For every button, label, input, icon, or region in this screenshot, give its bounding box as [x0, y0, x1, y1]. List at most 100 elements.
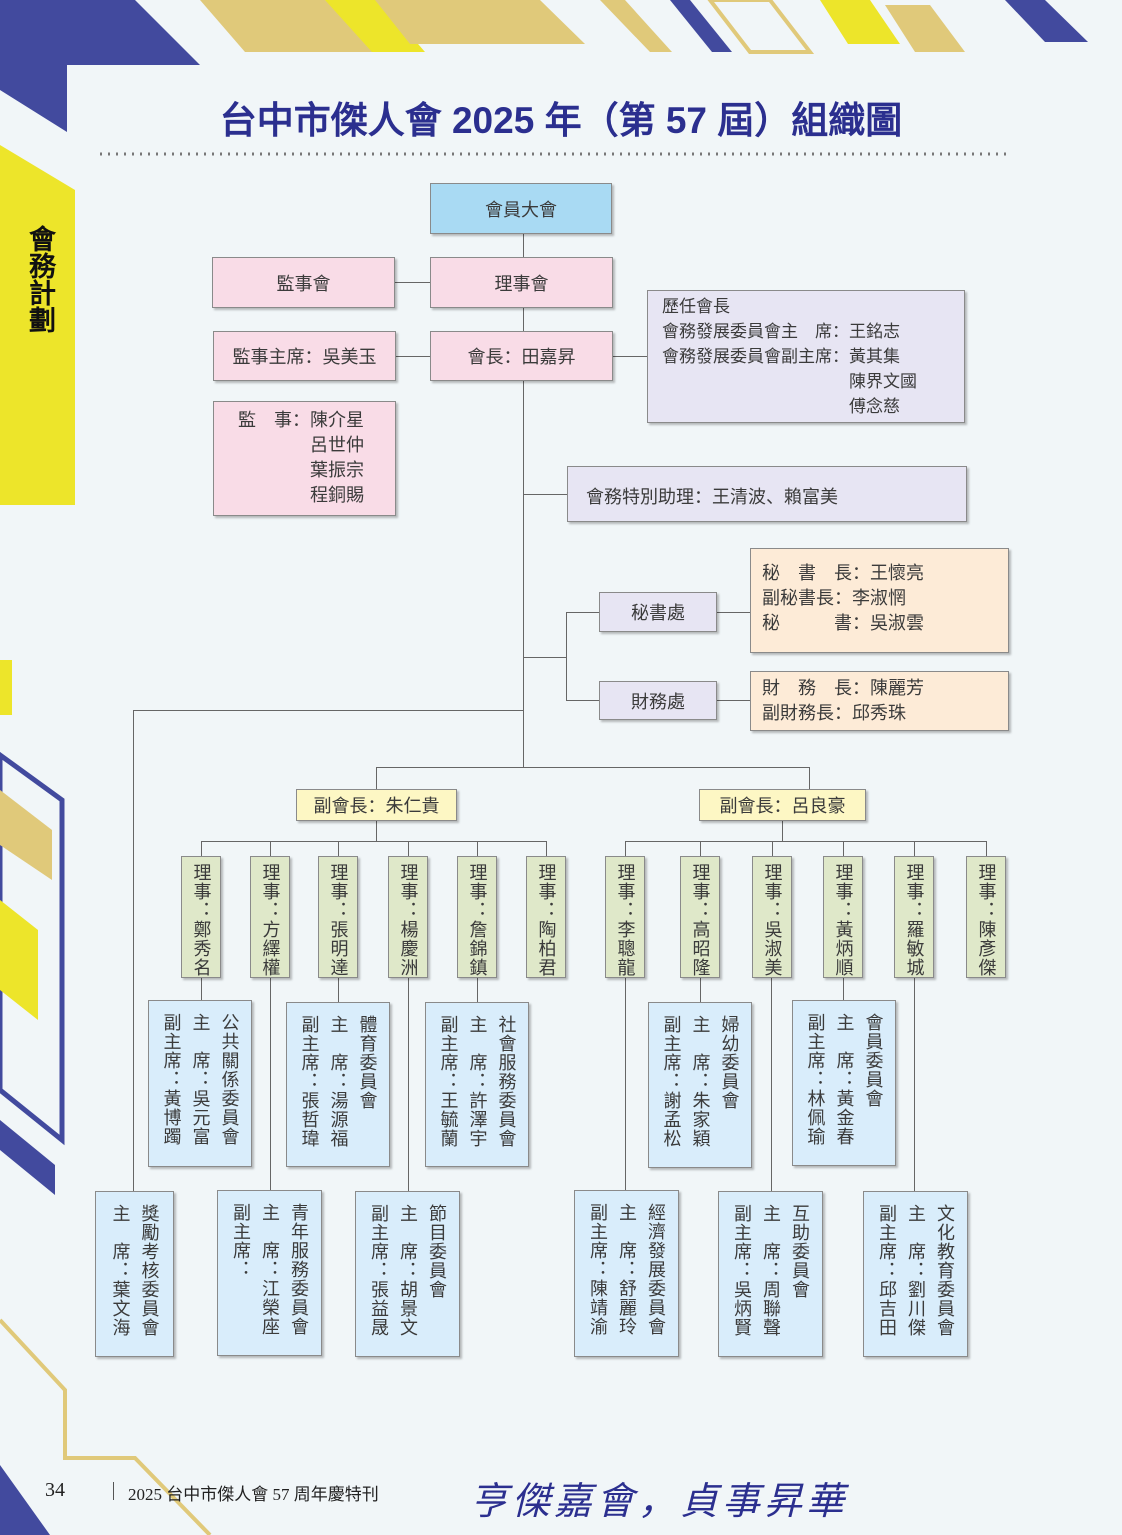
special-assistant-box: 會務特別助理：王清波、賴富美	[567, 466, 967, 522]
page-title: 台中市傑人會 2025 年（第 57 屆）組織圖	[219, 100, 903, 141]
committee-box: 會員委員會主 席：黃金春副主席：林佩瑜	[792, 1000, 896, 1166]
committee-chair: 主 席：周聯聲	[761, 1204, 781, 1337]
director-box: 理事：陳彥傑	[966, 856, 1006, 978]
committee-vice-chair: 副主席：林佩瑜	[805, 1013, 826, 1146]
vice-president-box: 副會長：呂良豪	[699, 789, 866, 821]
committee-box: 節目委員會主 席：胡景文副主席：張益晟	[355, 1191, 460, 1357]
past-presidents-line: 陳界文國	[662, 372, 917, 391]
finance-info-box: 財 務 長：陳麗芳副財務長：邱秀珠	[750, 671, 1009, 731]
footer-divider	[113, 1482, 114, 1500]
committee-box: 青年服務委員會主 席：江榮座副主席：	[217, 1190, 322, 1356]
finance-line: 副財務長：邱秀珠	[762, 703, 906, 723]
committee-vice-chair: 副主席：謝孟松	[661, 1015, 682, 1148]
director-box: 理事：方繹權	[250, 856, 290, 978]
past-presidents-line: 會務發展委員會副主席：黃其集	[662, 347, 900, 366]
director-label: 理事：黃炳順	[833, 863, 854, 977]
committee-vice-chair: 副主席：邱吉田	[877, 1204, 897, 1337]
director-label: 理事：鄭秀名	[191, 863, 212, 977]
past-presidents-box: 歷任會長會務發展委員會主 席：王銘志會務發展委員會副主席：黃其集 陳界文國 傅念…	[647, 290, 965, 423]
committee-name: 體育委員會	[357, 1015, 378, 1110]
finance-box: 財務處	[599, 681, 717, 720]
side-tab-label: 會務計劃	[25, 225, 55, 333]
committee-chair: 主 席：舒麗玲	[617, 1203, 637, 1336]
committee-vice-chair: 副主席：	[231, 1203, 251, 1279]
committee-chair: 主 席：湯源福	[328, 1015, 349, 1148]
committee-chair: 主 席：吳元富	[190, 1013, 211, 1146]
director-box: 理事：黃炳順	[823, 856, 863, 978]
committee-chair: 主 席：朱家穎	[690, 1015, 711, 1148]
director-box: 理事：羅敏城	[894, 856, 934, 978]
director-box: 理事：詹錦鎮	[457, 856, 497, 978]
committee-chair: 主 席：許澤宇	[467, 1015, 488, 1148]
committee-box: 體育委員會主 席：湯源福副主席：張哲瑋	[286, 1002, 390, 1167]
committee-chair: 主 席：胡景文	[398, 1204, 418, 1337]
director-label: 理事：方繹權	[260, 863, 281, 977]
director-label: 理事：羅敏城	[904, 863, 925, 977]
publication-title: 2025 台中市傑人會 57 周年慶特刊	[128, 1485, 379, 1504]
committee-box: 互助委員會主 席：周聯聲副主席：吳炳賢	[718, 1191, 823, 1357]
committee-name: 經濟發展委員會	[646, 1203, 666, 1336]
supervisor-line: 葉振宗	[238, 460, 364, 480]
committee-chair: 主 席：劉川傑	[906, 1204, 926, 1337]
director-label: 理事：陳彥傑	[976, 863, 997, 977]
committee-name: 青年服務委員會	[289, 1203, 309, 1336]
supervisor-line: 監 事：陳介星	[238, 410, 364, 430]
supervisors-board-box: 監事會	[212, 257, 395, 308]
director-label: 理事：張明達	[328, 863, 349, 977]
vice-president-box: 副會長：朱仁貴	[296, 789, 457, 821]
director-label: 理事：陶柏君	[536, 863, 557, 977]
secretariat-line: 秘 書 長：王懷亮	[762, 563, 924, 583]
committee-vice-chair: 副主席：王毓蘭	[438, 1015, 459, 1148]
director-box: 理事：陶柏君	[526, 856, 566, 978]
director-label: 理事：李聰龍	[615, 863, 636, 977]
committee-box: 文化教育委員會主 席：劉川傑副主席：邱吉田	[863, 1191, 968, 1357]
secretariat-line: 副秘書長：李淑惘	[762, 588, 906, 608]
committee-box: 公共關係委員會主 席：吳元富副主席：黃博躅	[148, 1000, 252, 1167]
committee-chair: 主 席：葉文海	[110, 1204, 131, 1337]
motto: 亨傑嘉會，貞事昇華	[470, 1479, 849, 1523]
committee-vice-chair: 副主席：張益晟	[369, 1204, 389, 1337]
page-number: 34	[45, 1479, 65, 1501]
past-presidents-line: 會務發展委員會主 席：王銘志	[662, 322, 900, 341]
committee-name: 社會服務委員會	[496, 1015, 517, 1148]
committee-box: 獎勵考核委員會主 席：葉文海	[95, 1191, 174, 1357]
committee-name: 互助委員會	[790, 1204, 810, 1299]
director-label: 理事：楊慶洲	[398, 863, 419, 977]
supervisor-line: 呂世仲	[238, 435, 364, 455]
director-box: 理事：鄭秀名	[181, 856, 221, 978]
director-label: 理事：高昭隆	[690, 863, 711, 977]
chief-supervisor-box: 監事主席：吳美玉	[213, 331, 396, 381]
director-box: 理事：張明達	[318, 856, 358, 978]
secretariat-line: 秘 書：吳淑雲	[762, 613, 924, 633]
committee-chair: 主 席：黃金春	[834, 1013, 855, 1146]
committee-chair: 主 席：江榮座	[260, 1203, 280, 1336]
general-assembly-box: 會員大會	[430, 183, 612, 234]
committee-box: 經濟發展委員會主 席：舒麗玲副主席：陳靖渝	[574, 1190, 679, 1357]
director-box: 理事：李聰龍	[605, 856, 645, 978]
committee-box: 社會服務委員會主 席：許澤宇副主席：王毓蘭	[425, 1002, 529, 1167]
supervisor-line: 程銅賜	[238, 485, 364, 505]
finance-line: 財 務 長：陳麗芳	[762, 678, 924, 698]
past-presidents-line: 歷任會長	[662, 297, 730, 316]
committee-name: 文化教育委員會	[935, 1204, 955, 1337]
secretariat-box: 秘書處	[599, 592, 717, 632]
committee-name: 會員委員會	[863, 1013, 884, 1108]
president-box: 會長：田嘉昇	[430, 331, 613, 381]
committee-box: 婦幼委員會主 席：朱家穎副主席：謝孟松	[648, 1002, 752, 1168]
director-label: 理事：吳淑美	[762, 863, 783, 977]
board-of-directors-box: 理事會	[430, 257, 613, 308]
director-label: 理事：詹錦鎮	[467, 863, 488, 977]
committee-vice-chair: 副主席：黃博躅	[161, 1013, 182, 1146]
committee-name: 節目委員會	[427, 1204, 447, 1299]
committee-name: 獎勵考核委員會	[139, 1204, 160, 1337]
director-box: 理事：吳淑美	[752, 856, 792, 978]
past-presidents-line: 傅念慈	[662, 397, 900, 416]
secretariat-info-box: 秘 書 長：王懷亮副秘書長：李淑惘秘 書：吳淑雲	[750, 548, 1009, 653]
supervisors-box: 監 事：陳介星 呂世仲 葉振宗 程銅賜	[213, 401, 396, 516]
committee-name: 公共關係委員會	[219, 1013, 240, 1146]
committee-vice-chair: 副主席：陳靖渝	[588, 1203, 608, 1336]
committee-name: 婦幼委員會	[719, 1015, 740, 1110]
director-box: 理事：楊慶洲	[388, 856, 428, 978]
director-box: 理事：高昭隆	[680, 856, 720, 978]
